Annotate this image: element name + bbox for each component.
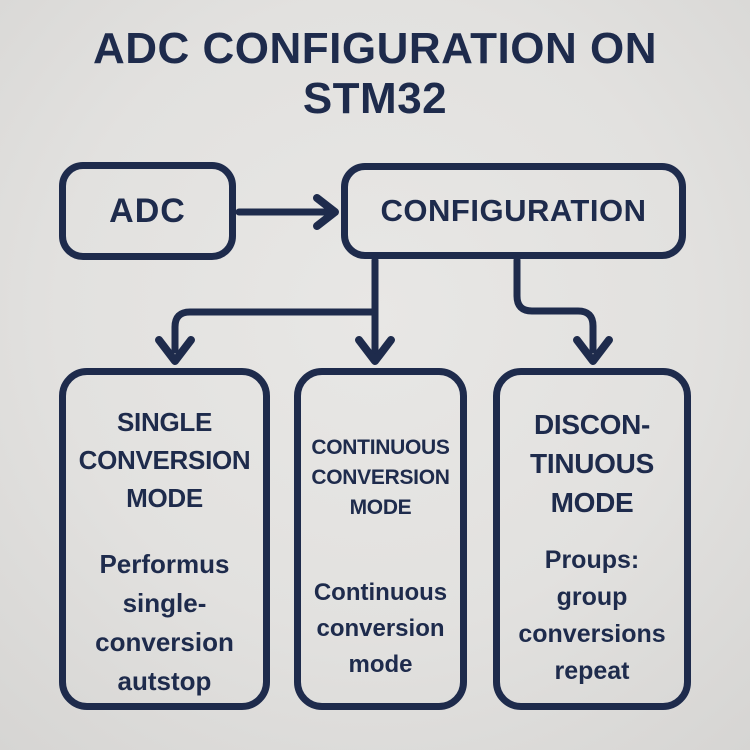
card-continuous-conversion-mode: CONTINUOUS CONVERSION MODE Continuous co… bbox=[294, 368, 467, 710]
card-single-body: Performus single- conversion autstop bbox=[95, 549, 234, 696]
arrow-adc-to-configuration-icon bbox=[235, 194, 339, 230]
card-single-heading: SINGLE CONVERSION MODE bbox=[78, 407, 251, 513]
card-discontinuous-body: Proups: group conversions repeat bbox=[518, 546, 666, 685]
card-single-conversion-mode: SINGLE CONVERSION MODE Performus single-… bbox=[59, 368, 270, 710]
node-configuration: CONFIGURATION bbox=[341, 163, 686, 259]
node-adc: ADC bbox=[59, 162, 236, 260]
card-continuous-heading: CONTINUOUS CONVERSION MODE bbox=[311, 436, 450, 519]
arrow-configuration-to-single-icon bbox=[155, 308, 379, 365]
node-adc-label: ADC bbox=[109, 191, 186, 230]
arrow-configuration-to-continuous-icon bbox=[355, 256, 395, 365]
node-configuration-label: CONFIGURATION bbox=[380, 193, 647, 228]
page-title: ADC CONFIGURATION ON STM32 bbox=[92, 24, 658, 123]
arrow-configuration-to-discontinuous-icon bbox=[513, 256, 613, 365]
card-discontinuous-mode: DISCON- TINUOUS MODE Proups: group conve… bbox=[493, 368, 691, 710]
card-continuous-body: Continuous conversion mode bbox=[313, 579, 448, 678]
card-discontinuous-heading: DISCON- TINUOUS MODE bbox=[530, 409, 654, 518]
